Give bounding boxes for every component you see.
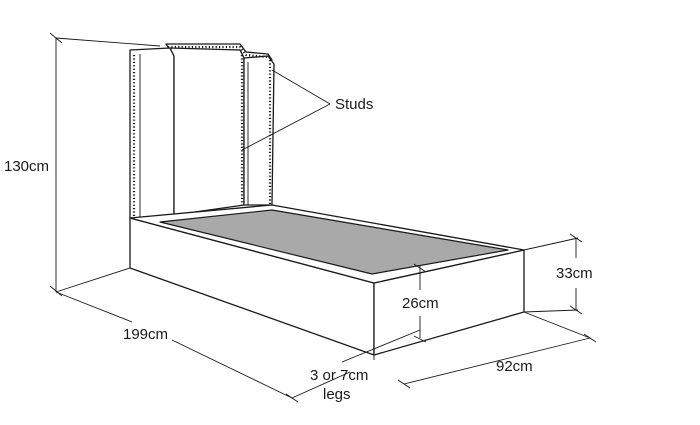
height-label: 130cm xyxy=(4,158,49,175)
headboard xyxy=(129,43,275,223)
legs-label-line1: 3 or 7cm xyxy=(310,367,368,384)
length-label: 199cm xyxy=(123,326,168,343)
width-label: 92cm xyxy=(496,358,533,375)
mattress-platform xyxy=(159,209,509,275)
headboard-left-panel xyxy=(129,47,175,223)
dimension-lines xyxy=(49,32,597,403)
headboard-centre-panel xyxy=(169,47,245,216)
base-height-label: 33cm xyxy=(556,265,593,282)
legs-label-line2: legs xyxy=(323,386,351,403)
studs-label: Studs xyxy=(335,96,373,113)
headboard-right-panel xyxy=(243,55,275,206)
platform-depth-label: 26cm xyxy=(402,295,439,312)
bed-base xyxy=(129,204,525,360)
